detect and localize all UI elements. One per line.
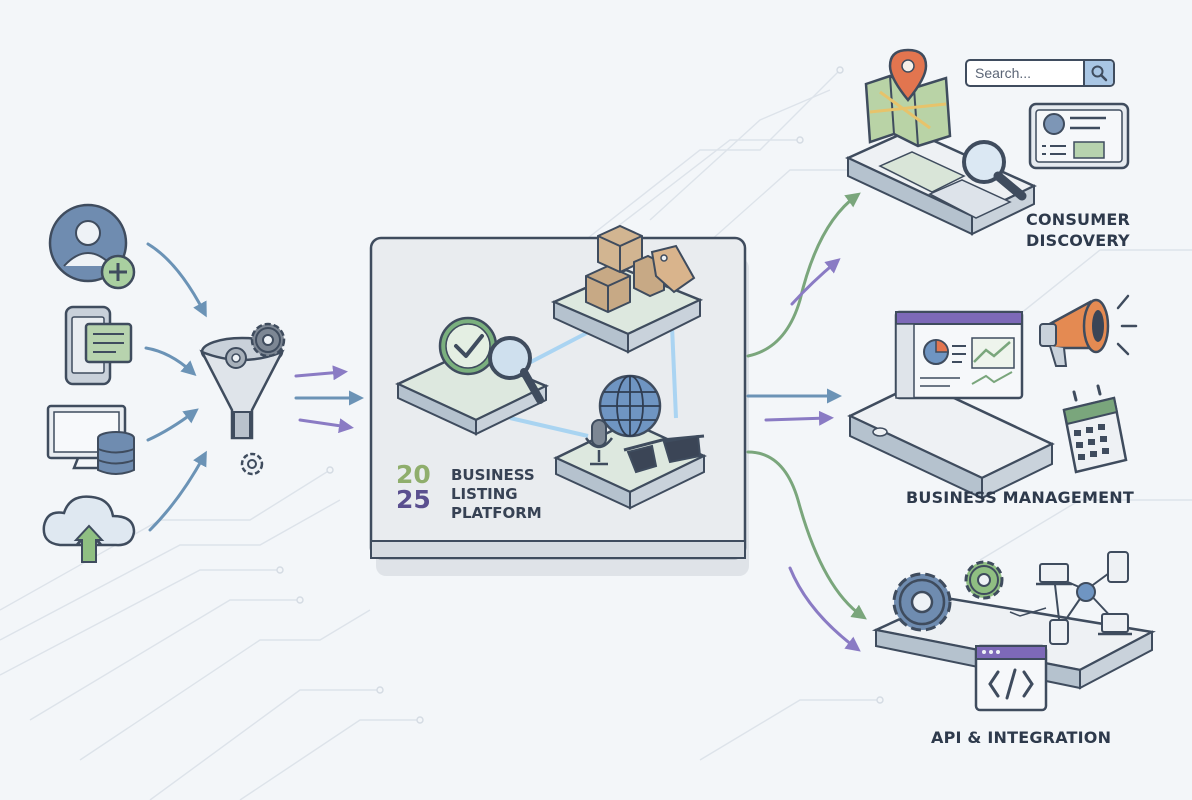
search-input[interactable] (967, 61, 1091, 85)
api-integration-label: API & INTEGRATION (931, 728, 1112, 747)
gear-icon (240, 452, 264, 476)
gear-icon (225, 347, 247, 369)
circuit-traces (0, 69, 1192, 800)
platform-title: BUSINESS LISTING PLATFORM (451, 466, 542, 523)
platform-title-line: LISTING (451, 485, 518, 503)
calendar-icon (1062, 384, 1128, 474)
consumer-discovery-label: CONSUMER DISCOVERY (1026, 209, 1130, 251)
business-tile (847, 380, 1055, 500)
year-badge: 20 25 (396, 462, 446, 512)
platform-title-line: PLATFORM (451, 504, 542, 522)
consumer-label-line: CONSUMER (1026, 210, 1131, 229)
code-window-icon (974, 644, 1048, 712)
cloud-upload-icon (42, 495, 136, 563)
search-icon (1091, 65, 1108, 82)
year-bottom: 25 (396, 485, 431, 514)
output-arrows (746, 192, 867, 652)
map-pin-icon (888, 48, 928, 102)
platform-title-line: BUSINESS (451, 466, 535, 484)
mobile-form-icon (64, 305, 133, 386)
funnel-to-platform-arrows (294, 365, 364, 434)
search-bar (965, 59, 1115, 87)
verified-check-icon (438, 316, 498, 376)
network-devices-icon (1036, 551, 1132, 645)
desktop-database-icon (46, 404, 135, 475)
search-button[interactable] (1083, 61, 1113, 85)
price-tag-icon (650, 244, 696, 294)
search-icon (962, 140, 1027, 201)
ar-glasses-icon (623, 434, 705, 474)
megaphone-icon (1039, 294, 1138, 367)
microphone-icon (584, 419, 614, 466)
gear-icon (964, 560, 1004, 600)
magnifier-icon (488, 336, 544, 404)
dashboard-icon (894, 310, 1024, 400)
gear-icon (892, 572, 952, 632)
user-add-icon (48, 203, 136, 290)
year-top: 20 (396, 460, 431, 489)
business-management-label: BUSINESS MANAGEMENT (906, 488, 1134, 507)
gear-icon (250, 322, 286, 358)
map-icon (864, 74, 952, 148)
consumer-tile (845, 128, 1037, 236)
profile-card-icon (1028, 102, 1130, 170)
globe-icon (598, 374, 662, 438)
boxes-icon (585, 224, 665, 314)
consumer-label-line: DISCOVERY (1026, 231, 1130, 250)
verification-tile (395, 350, 550, 436)
input-arrows (144, 242, 207, 532)
